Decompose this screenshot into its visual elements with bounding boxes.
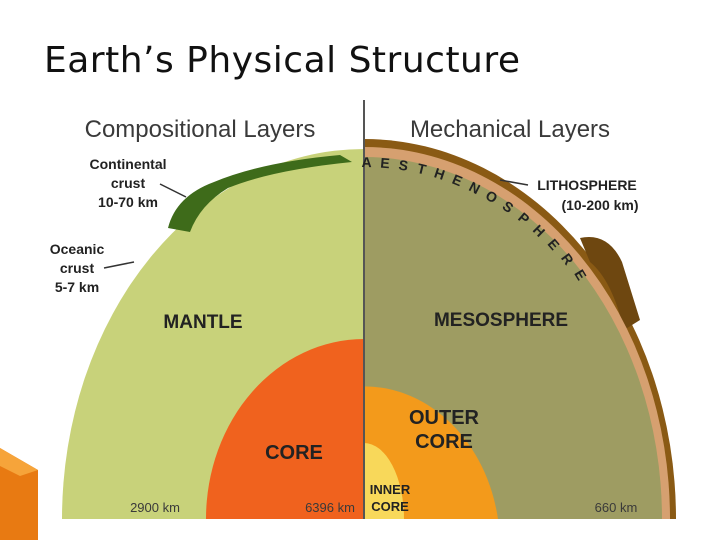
- orange-corner-highlight: [0, 448, 38, 476]
- mechanical-header: Mechanical Layers: [410, 116, 610, 143]
- continental-crust-label-3: 10-70 km: [98, 194, 158, 210]
- inner-core-label-1: INNER: [370, 482, 411, 497]
- outer-core-label-2: CORE: [415, 431, 473, 453]
- aesthenosphere-glyph: A: [361, 154, 371, 170]
- compositional-half: [62, 149, 364, 519]
- aesthenosphere-glyph: H: [432, 165, 447, 183]
- lithosphere-pointer: [499, 179, 529, 186]
- core-layer: [206, 339, 364, 519]
- aesthenosphere-glyph: S: [398, 157, 410, 174]
- slide-title: Earth’s Physical Structure: [44, 40, 521, 81]
- mesosphere-label: MESOSPHERE: [434, 310, 568, 331]
- depth-center-label: 6396 km: [305, 500, 355, 515]
- mantle-label: MANTLE: [163, 312, 242, 333]
- mechanical-half: [364, 139, 676, 519]
- inner-core-label-2: CORE: [371, 499, 409, 514]
- lithosphere-label-2: (10-200 km): [561, 197, 638, 213]
- oceanic-crust-label-1: Oceanic: [50, 241, 105, 257]
- outer-core-label-1: OUTER: [409, 407, 480, 429]
- inner-core-layer: [364, 443, 404, 519]
- depth-left-label: 2900 km: [130, 500, 180, 515]
- continental-crust-layer: [168, 155, 352, 232]
- aesthenosphere-glyph: E: [380, 155, 391, 172]
- continental-crust-label-1: Continental: [90, 156, 167, 172]
- oceanic-crust-label-2: crust: [60, 260, 95, 276]
- oceanic-pointer: [103, 261, 135, 269]
- continental-crust-label-2: crust: [111, 175, 146, 191]
- lithosphere-label-1: LITHOSPHERE: [537, 177, 637, 193]
- depth-right-label: 660 km: [595, 500, 638, 515]
- continental-pointer: [159, 183, 187, 198]
- oceanic-crust-label-3: 5-7 km: [55, 279, 99, 295]
- core-label: CORE: [265, 442, 323, 464]
- lithosphere-bulge: [580, 237, 640, 330]
- compositional-header: Compositional Layers: [85, 116, 316, 143]
